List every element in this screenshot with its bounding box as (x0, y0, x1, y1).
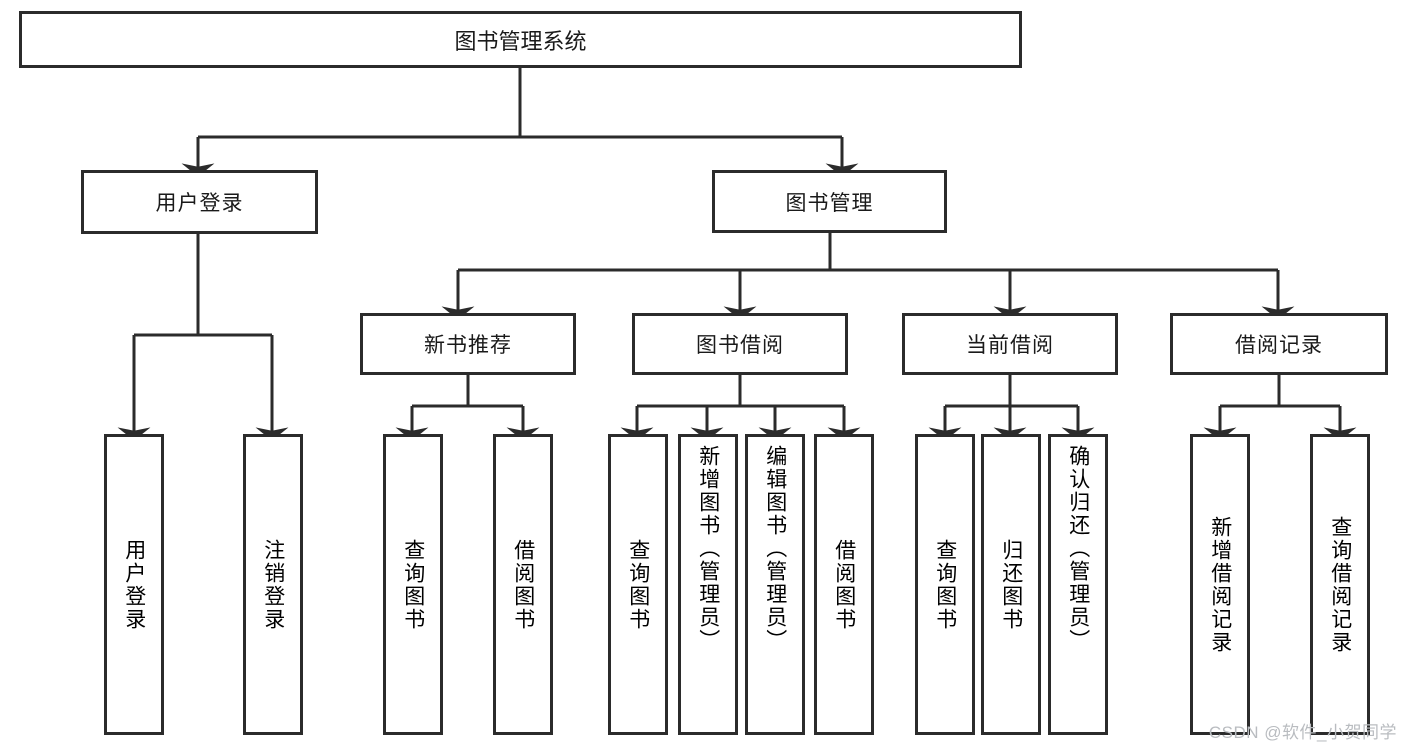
node-current-borrow[interactable]: 当前借阅 (902, 313, 1118, 375)
leaf-query-book-1[interactable]: 查询图书 (383, 434, 443, 735)
leaf-return-book[interactable]: 归还图书 (981, 434, 1041, 735)
leaf-edit-book-label: 编辑图书（管理员） (763, 445, 787, 652)
leaf-add-book-label: 新增图书（管理员） (696, 445, 720, 652)
node-user-login[interactable]: 用户登录 (81, 170, 318, 234)
leaf-query-book-2[interactable]: 查询图书 (608, 434, 668, 735)
leaf-add-record-label: 新增借阅记录 (1208, 515, 1232, 654)
node-book-manage-label: 图书管理 (785, 191, 874, 215)
leaf-query-book-2-label: 查询图书 (626, 538, 650, 631)
leaf-user-login[interactable]: 用户登录 (104, 434, 164, 735)
leaf-return-book-label: 归还图书 (999, 538, 1023, 631)
leaf-add-book[interactable]: 新增图书（管理员） (678, 434, 738, 735)
node-user-login-label: 用户登录 (155, 192, 244, 215)
leaf-query-book-1-label: 查询图书 (401, 538, 425, 631)
leaf-user-login-label: 用户登录 (122, 538, 146, 631)
node-current-borrow-label: 当前借阅 (966, 334, 1054, 357)
leaf-query-record-label: 查询借阅记录 (1328, 515, 1352, 654)
leaf-query-book-3-label: 查询图书 (933, 538, 957, 631)
node-book-manage[interactable]: 图书管理 (712, 170, 947, 233)
node-root[interactable]: 图书管理系统 (19, 11, 1022, 68)
node-book-borrow[interactable]: 图书借阅 (632, 313, 848, 375)
leaf-borrow-book-1[interactable]: 借阅图书 (493, 434, 553, 735)
node-root-label: 图书管理系统 (454, 28, 587, 54)
leaf-borrow-book-2-label: 借阅图书 (832, 538, 856, 631)
node-new-book-rec-label: 新书推荐 (424, 334, 512, 357)
leaf-confirm-return[interactable]: 确认归还（管理员） (1048, 434, 1108, 735)
leaf-borrow-book-2[interactable]: 借阅图书 (814, 434, 874, 735)
leaf-add-record[interactable]: 新增借阅记录 (1190, 434, 1250, 735)
leaf-query-book-3[interactable]: 查询图书 (915, 434, 975, 735)
leaf-query-record[interactable]: 查询借阅记录 (1310, 434, 1370, 735)
leaf-edit-book[interactable]: 编辑图书（管理员） (745, 434, 805, 735)
node-new-book-rec[interactable]: 新书推荐 (360, 313, 576, 375)
leaf-borrow-book-1-label: 借阅图书 (511, 538, 535, 631)
node-borrow-record-label: 借阅记录 (1235, 334, 1323, 357)
node-book-borrow-label: 图书借阅 (696, 334, 784, 357)
leaf-logout-label: 注销登录 (261, 538, 285, 631)
leaf-confirm-return-label: 确认归还（管理员） (1066, 445, 1090, 652)
leaf-logout[interactable]: 注销登录 (243, 434, 303, 735)
node-borrow-record[interactable]: 借阅记录 (1170, 313, 1388, 375)
watermark: CSDN @软件_小贺同学 (1208, 723, 1397, 742)
